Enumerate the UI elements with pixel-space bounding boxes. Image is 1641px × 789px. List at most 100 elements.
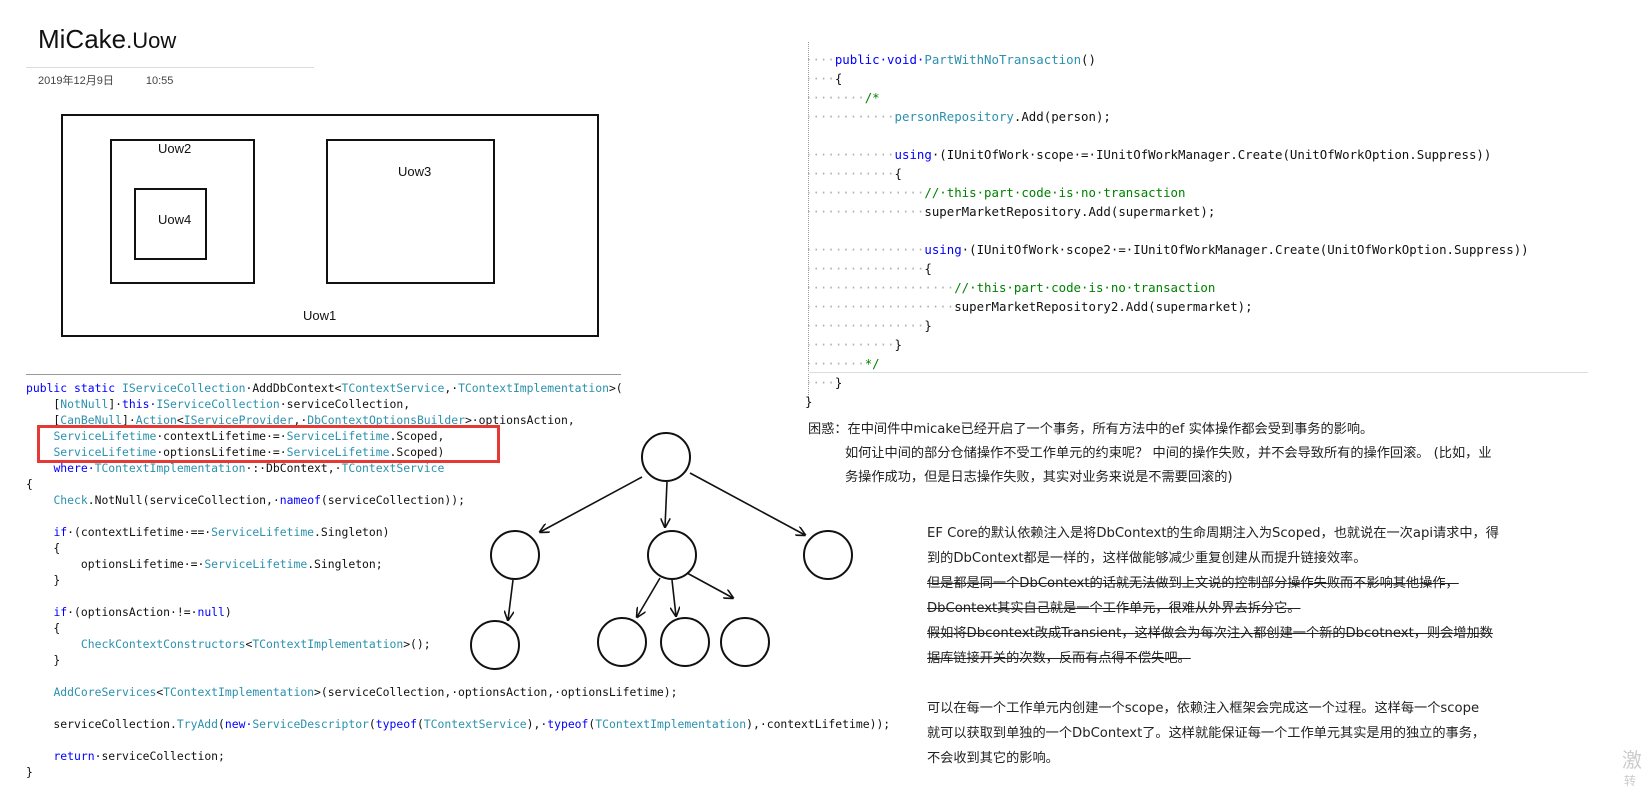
- code-token: }: [805, 394, 813, 409]
- code-token: null: [197, 605, 225, 619]
- strike-note-line-2: DbContext其实自己就是一个工作单元，很难从外界去拆分它。: [927, 601, 1301, 616]
- code-token: IServiceProvider: [183, 413, 294, 427]
- code-token: ····················: [805, 280, 955, 295]
- page-time: 10:55: [145, 75, 174, 87]
- code-token: Check: [53, 493, 88, 507]
- code-token: return: [53, 749, 95, 763]
- code-token: typeof: [375, 717, 417, 731]
- code-token: ················: [805, 261, 925, 276]
- code-token: ServiceLifetime: [286, 445, 390, 459]
- code-guide-rule: [808, 42, 810, 397]
- code-token: ·(contextLifetime·==·: [67, 525, 212, 539]
- code-line: }: [26, 764, 890, 780]
- code-token: ServiceLifetime: [204, 557, 308, 571]
- code-token: ServiceLifetime: [286, 429, 390, 443]
- code-line: ············personRepository.Add(person)…: [805, 107, 1529, 126]
- code-token: ·AddDbContext<: [245, 381, 342, 395]
- title-divider: [26, 67, 314, 68]
- uow2-label: Uow2: [158, 141, 192, 156]
- code-line: ServiceLifetime·optionsLifetime·=·Servic…: [26, 444, 890, 460]
- tree-edge: [665, 481, 667, 527]
- code-token: */: [864, 356, 880, 371]
- code-line: ············{: [805, 164, 1529, 183]
- code-token: TContextImplementation: [94, 461, 246, 475]
- code-line: ····{: [805, 69, 1529, 88]
- code-line: {: [26, 540, 890, 556]
- code-token: (serviceCollection));: [320, 493, 465, 507]
- code-token: .Scoped,: [389, 429, 445, 443]
- highlight-box: [37, 425, 500, 463]
- code-token: {: [894, 166, 902, 181]
- code-token: {: [26, 541, 61, 555]
- code-token: [: [26, 397, 61, 411]
- code-token: ············: [805, 337, 895, 352]
- uow1-box: [61, 114, 599, 337]
- code-token: .Add(person);: [1013, 109, 1111, 124]
- code-line: ············using·(IUnitOfWork·scope·=·I…: [805, 145, 1529, 164]
- code-token: ········: [805, 356, 865, 371]
- code-token: personRepository: [894, 109, 1014, 124]
- code-token: TContextService: [423, 717, 527, 731]
- code-line: return·serviceCollection;: [26, 748, 890, 764]
- code-line: ····}: [805, 373, 1529, 392]
- scope-note-line-1: 可以在每一个工作单元内创建一个scope，依赖注入框架会完成这一个过程。这样每一…: [927, 701, 1480, 716]
- code-token: ·(IUnitOfWork·scope·=·IUnitOfWorkManager…: [931, 147, 1492, 162]
- code-token: {: [26, 477, 33, 491]
- tree-edge: [508, 579, 513, 620]
- code-line: ServiceLifetime·contextLifetime·=·Servic…: [26, 428, 890, 444]
- scope-note-line-2: 就可以获取到单独的一个DbContext了。这样就能保证每一个工作单元其实是用的…: [927, 726, 1486, 741]
- code-token: serviceCollection.: [26, 717, 177, 731]
- tree-node-left: [490, 530, 540, 580]
- code-token: TContextImplementation: [252, 637, 404, 651]
- code-token: ),·: [526, 717, 548, 731]
- code-token: ····: [805, 52, 835, 67]
- code-token: TContextService: [341, 381, 445, 395]
- partwithnotransaction-code-block: ····public·void·PartWithNoTransaction()·…: [805, 50, 1529, 411]
- uow2-box: [110, 139, 255, 284]
- code-token: using: [924, 242, 962, 257]
- tree-diagram: [470, 432, 853, 670]
- question-line-1: 困惑：在中间件中micake已经开启了一个事务，所有方法中的ef 实体操作都会受…: [808, 422, 1374, 437]
- code-token: DbContextOptionsBuilder: [307, 413, 465, 427]
- code-token: {: [924, 261, 932, 276]
- code-token: [26, 685, 53, 699]
- code-token: [26, 749, 53, 763]
- code-token: TContextImplementation: [163, 685, 315, 699]
- question-line-3: 务操作成功，但是日志操作失败，其实对业务来说是不需要回滚的): [845, 470, 1233, 485]
- ef-note-line-2: 到的DbContext都是一样的，这样做能够减少重复创建从而提升链接效率。: [927, 551, 1367, 566]
- code-line: [26, 700, 890, 716]
- code-token: typeof: [547, 717, 589, 731]
- code-token: [26, 605, 53, 619]
- code-token: [26, 525, 53, 539]
- code-token: //·this·part·code·is·no·transaction: [954, 280, 1216, 295]
- code-line: {: [26, 620, 890, 636]
- code-line: [805, 126, 1529, 145]
- code-line: serviceCollection.TryAdd(new·ServiceDesc…: [26, 716, 890, 732]
- code-token: ·serviceCollection,: [279, 397, 411, 411]
- code-token: [26, 493, 53, 507]
- code-line: Check.NotNull(serviceCollection,·nameof(…: [26, 492, 890, 508]
- code-token: .NotNull(serviceCollection,·: [87, 493, 280, 507]
- code-token: }: [26, 765, 33, 779]
- title-suffix: .Uow: [126, 28, 177, 53]
- code-top-rule: [26, 374, 621, 375]
- code-line: [NotNull]·this·IServiceCollection·servic…: [26, 396, 890, 412]
- code-token: ServiceDescriptor: [252, 717, 369, 731]
- tree-node-middle: [647, 530, 697, 580]
- code-line: [26, 732, 890, 748]
- code-line: ················superMarketRepository.Ad…: [805, 202, 1529, 221]
- code-token: .Scoped): [389, 445, 445, 459]
- code-token: ············: [805, 166, 895, 181]
- uow1-label: Uow1: [303, 308, 337, 323]
- code-token: where·: [53, 461, 95, 475]
- code-line: CheckContextConstructors<TContextImpleme…: [26, 636, 890, 652]
- code-token: [26, 637, 81, 651]
- code-token: using: [894, 147, 932, 162]
- watermark-subtext: 转: [1624, 774, 1637, 788]
- code-token: }: [26, 653, 61, 667]
- code-line: public static IServiceCollection·AddDbCo…: [26, 380, 890, 396]
- scope-note-line-3: 不会收到其它的影响。: [927, 751, 1059, 766]
- page-title: MiCake.Uow: [38, 24, 176, 55]
- strike-note-line-1: 但是都是同一个DbContext的话就无法做到上文说的控制部分操作失败而不影响其…: [927, 576, 1459, 591]
- code-token: }: [924, 318, 932, 333]
